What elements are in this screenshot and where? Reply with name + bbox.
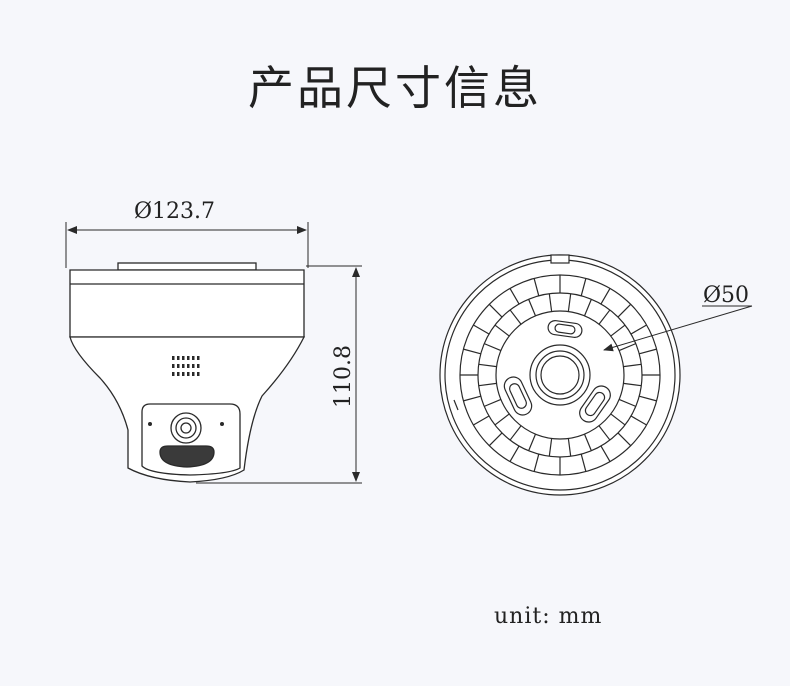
rib-line xyxy=(488,303,503,318)
bottom-view xyxy=(439,254,681,496)
rib-line xyxy=(630,415,647,426)
mount-slot-left xyxy=(503,376,533,416)
side-view xyxy=(69,262,306,483)
ir-window xyxy=(159,445,215,468)
rib-line xyxy=(488,432,503,447)
rib-line xyxy=(580,278,587,296)
center-port-outer xyxy=(529,344,591,406)
sensor-dot-left xyxy=(148,422,152,426)
width-dimension xyxy=(65,222,309,268)
rib-line xyxy=(494,413,510,426)
rib-line xyxy=(478,382,497,387)
inner-diameter-leader xyxy=(603,305,753,352)
rib-line xyxy=(639,395,657,402)
height-dimension xyxy=(196,265,362,484)
rib-line xyxy=(600,288,611,305)
mount-slot-top xyxy=(547,320,583,338)
rib-line xyxy=(598,309,611,325)
rib-line xyxy=(484,398,502,407)
radial-ribs xyxy=(460,275,660,475)
height-label: 110.8 xyxy=(331,345,356,408)
camera-top-lid xyxy=(117,262,257,271)
rib-line xyxy=(580,454,587,472)
rib-line xyxy=(630,324,647,335)
rib-line xyxy=(600,445,611,462)
rib-line xyxy=(509,425,522,441)
rib-line xyxy=(509,288,520,305)
rib-line xyxy=(533,454,540,472)
rib-line xyxy=(583,299,592,317)
rib-line xyxy=(567,438,572,457)
hub-circle xyxy=(495,310,625,440)
rib-line xyxy=(583,433,592,451)
rib-line xyxy=(528,433,537,451)
rib-line xyxy=(610,413,626,426)
rib-line xyxy=(617,303,632,318)
rib-line xyxy=(478,363,497,368)
rim-tab-top xyxy=(550,254,570,264)
rib-line xyxy=(494,324,510,337)
rib-line xyxy=(623,382,642,387)
rib-line xyxy=(623,363,642,368)
rib-line xyxy=(618,398,636,407)
page-title: 产品尺寸信息 xyxy=(248,61,542,115)
speaker-grill xyxy=(172,356,200,376)
rib-line xyxy=(533,278,540,296)
rib-line xyxy=(639,348,657,355)
rib-line xyxy=(528,299,537,317)
rib-line xyxy=(463,348,481,355)
rib-line xyxy=(598,425,611,441)
mount-slot-right xyxy=(579,385,611,423)
rib-line xyxy=(567,293,572,312)
rib-line xyxy=(548,293,553,312)
rib-line xyxy=(618,343,636,352)
rib-line xyxy=(473,324,490,335)
inner-diameter-label: Ø50 xyxy=(703,283,749,308)
rib-line xyxy=(509,445,520,462)
sensor-dot-right xyxy=(220,422,224,426)
rib-line xyxy=(509,309,522,325)
width-label: Ø123.7 xyxy=(134,199,215,224)
rib-line xyxy=(473,415,490,426)
rib-line xyxy=(484,343,502,352)
rib-line xyxy=(610,324,626,337)
unit-label: unit: mm xyxy=(494,604,603,629)
rib-line xyxy=(617,432,632,447)
camera-upper-housing xyxy=(69,269,305,338)
center-port-inner xyxy=(535,350,585,400)
rib-line xyxy=(463,395,481,402)
rib-line xyxy=(548,438,553,457)
